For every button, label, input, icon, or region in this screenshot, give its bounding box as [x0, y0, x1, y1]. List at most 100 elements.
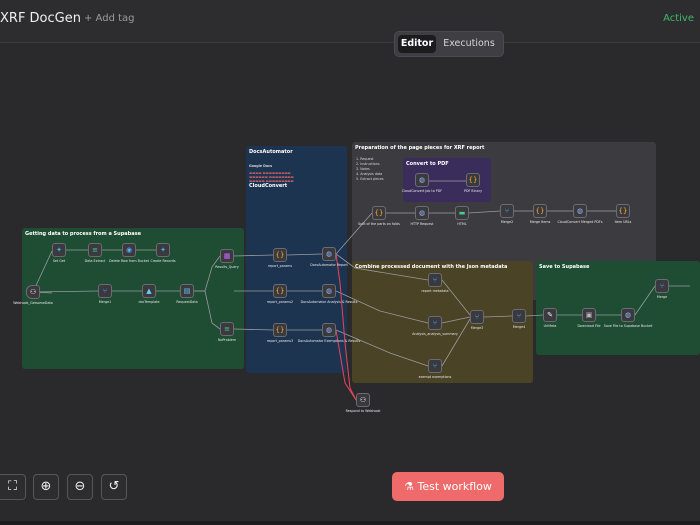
merge3-node[interactable]: ⑂	[470, 310, 484, 324]
report-params3-label: report_params3	[266, 339, 294, 343]
group-save-supabase[interactable]: Save to Supabase	[536, 261, 700, 355]
results-query-label: Results_Query	[215, 265, 239, 269]
merge1-node[interactable]: ⑂	[98, 284, 112, 298]
docsautomator-exemptions-label: DocsAutomator Exemptions & Results	[297, 339, 361, 343]
request-data-label: RequestData	[176, 300, 198, 304]
split-pieces-node[interactable]: {}	[372, 206, 386, 220]
delete-table-node[interactable]: ◉	[122, 243, 136, 257]
set-get-label: Set Get	[52, 259, 66, 263]
cloudconvert-merge-node[interactable]: ◍	[573, 204, 587, 218]
merge4-node[interactable]: ⑂	[512, 309, 526, 323]
exempt-exemptions-label: exempt exemptions	[418, 375, 452, 379]
workflow-title[interactable]: XRF DocGen	[0, 11, 81, 26]
top-bar: XRF DocGen + Add tag Active	[0, 0, 700, 43]
docsautomator-report-label: DocsAutomator Report	[310, 263, 348, 267]
tab-editor[interactable]: Editor	[398, 35, 436, 53]
data-extract-node[interactable]: ≡	[88, 243, 102, 257]
create-records-node[interactable]: ✦	[156, 243, 170, 257]
prep-note-1: 1. Request	[356, 157, 374, 161]
webhook-node[interactable]: ⚇	[26, 285, 40, 299]
delete-table-label: Delete Row from Bucket	[109, 259, 149, 263]
report-params1-node[interactable]: {}	[273, 248, 287, 262]
merge1-label: Merge1	[98, 300, 112, 304]
webhook-label: Webhook_GetsomeData	[13, 301, 53, 305]
download-file-node[interactable]: ▣	[582, 308, 596, 322]
fit-view-button[interactable]: ⛶	[0, 474, 26, 500]
request-data-node[interactable]: ▤	[180, 284, 194, 298]
prep-note-2: 2. Instructions	[356, 162, 380, 166]
cloudconvert-label: CloudConvert	[249, 183, 288, 189]
analysis-results-label: Analysis_analysis_summary	[412, 332, 458, 336]
bottom-bar	[0, 521, 700, 525]
group-title: Preparation of the page pieces for XRF r…	[355, 145, 485, 151]
active-status-label: Active	[663, 13, 694, 24]
download-file-label: Download File	[577, 324, 601, 328]
merge-items-node[interactable]: {}	[533, 204, 547, 218]
merge5-label: Merge	[656, 295, 668, 299]
docsautomator-analysis-node[interactable]: ◍	[322, 284, 336, 298]
prep-note-3: 3. Notes	[356, 167, 370, 171]
create-records-label: Create Records	[150, 259, 176, 263]
flask-icon: ⚗	[404, 480, 414, 493]
zoom-out-button[interactable]: ⊖	[67, 474, 93, 500]
docsautomator-exemptions-node[interactable]: ◍	[322, 323, 336, 337]
report-metadata-node[interactable]: ⑂	[428, 273, 442, 287]
group-title: Getting data to process from a Supabase	[25, 231, 141, 237]
merge2-node[interactable]: ⑂	[500, 204, 514, 218]
docs-template-label: docTemplate	[138, 300, 160, 304]
urlmeta-node[interactable]: ✎	[543, 308, 557, 322]
http-request-label: HTTP Request	[410, 222, 434, 226]
exempt-exemptions-node[interactable]: ⑂	[428, 359, 442, 373]
docs-template-node[interactable]: ▲	[142, 284, 156, 298]
http-request-node[interactable]: ◍	[415, 206, 429, 220]
group-title: Save to Supabase	[539, 264, 590, 270]
cloudconvert-merge-label: CloudConvert Merged PDFs	[557, 220, 603, 224]
no-problem-node[interactable]: ≡	[220, 322, 234, 336]
merge4-label: Merge4	[512, 325, 526, 329]
data-extract-label: Data Extract	[84, 259, 106, 263]
merge5-node[interactable]: ⑂	[655, 279, 669, 293]
docsautomator-report-node[interactable]: ◍	[322, 247, 336, 261]
cloudconvert-job-label: CloudConvert Job to PDF	[401, 189, 443, 193]
report-params1-label: report_params	[267, 264, 293, 268]
save-file-node[interactable]: ◍	[621, 308, 635, 322]
split-pieces-label: Split of the parts on folds	[358, 222, 400, 226]
zoom-in-button[interactable]: ⊕	[33, 474, 59, 500]
item-urls-node[interactable]: {}	[616, 204, 630, 218]
set-get-node[interactable]: ✦	[52, 243, 66, 257]
docs-notes: ▬▬▬▬ ▬▬▬▬▬▬▬▬▬▬▬▬▬▬▬ ▬▬▬▬▬▬▬▬▬▬▬▬▬ ▬▬▬▬▬…	[249, 171, 294, 184]
prep-note-5: 5. Extract pieces	[356, 177, 384, 181]
report-params2-label: report_params2	[266, 300, 294, 304]
merge-items-label: Merge Items	[529, 220, 551, 224]
cloudconvert-job-node[interactable]: ◍	[415, 173, 429, 187]
group-title: DocsAutomator	[249, 149, 293, 155]
report-params2-node[interactable]: {}	[273, 284, 287, 298]
add-tag-button[interactable]: + Add tag	[84, 13, 135, 24]
group-title: Convert to PDF	[406, 161, 449, 167]
html-label: HTML	[457, 222, 467, 226]
analysis-results-node[interactable]: ⑂	[428, 316, 442, 330]
reset-zoom-button[interactable]: ↺	[101, 474, 127, 500]
connections	[32, 180, 690, 401]
no-problem-label: NoProblem	[218, 338, 236, 342]
test-workflow-label: Test workflow	[417, 480, 492, 493]
prep-note-4: 4. Analysis data	[356, 172, 383, 176]
report-params3-node[interactable]: {}	[273, 323, 287, 337]
html-node[interactable]: ▬	[455, 206, 469, 220]
workflow-canvas[interactable]: Getting data to process from a Supabase …	[0, 43, 700, 521]
respond-webhook-node[interactable]: ⚇	[356, 393, 370, 407]
tab-executions[interactable]: Executions	[443, 38, 495, 49]
item-urls-label: Item URLs	[614, 220, 632, 224]
test-workflow-button[interactable]: ⚗ Test workflow	[392, 472, 504, 501]
pdf-binary-node[interactable]: {}	[466, 173, 480, 187]
group-combine[interactable]: Combine processed document with the Json…	[352, 261, 533, 383]
view-toggle: Editor Executions	[394, 31, 504, 57]
docsautomator-analysis-label: DocsAutomator Analysis & Results	[300, 300, 358, 304]
pdf-binary-label: PDF Binary	[463, 189, 483, 193]
results-query-node[interactable]: ▦	[220, 249, 234, 263]
report-metadata-label: report metadata	[421, 289, 449, 293]
group-title: Combine processed document with the Json…	[355, 264, 508, 270]
merge3-label: Merge3	[470, 326, 484, 330]
save-file-label: Save File to Supabase Bucket	[603, 324, 653, 328]
respond-webhook-label: Respond to Webhook	[345, 409, 381, 413]
